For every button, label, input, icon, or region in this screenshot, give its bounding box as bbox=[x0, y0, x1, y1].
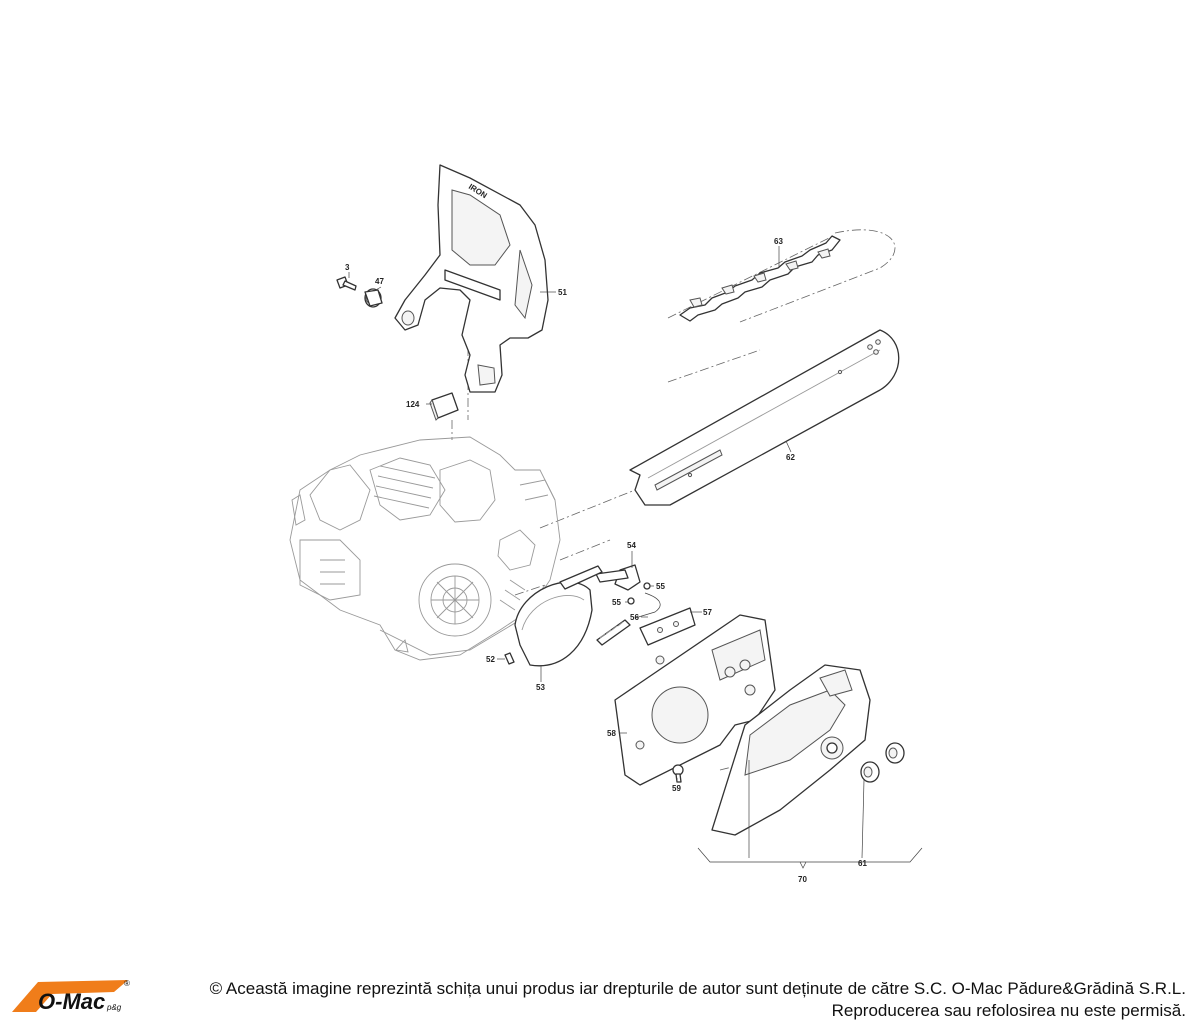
footer: O-Mac p&g ® © Această imagine reprezintă… bbox=[0, 968, 1200, 1030]
callout-labels: 3 47 51 124 63 62 54 55 55 56 57 52 53 5… bbox=[345, 237, 867, 884]
part-54-lever bbox=[595, 564, 641, 591]
o-mac-logo: O-Mac p&g ® bbox=[12, 979, 130, 1014]
logo-text: O-Mac bbox=[38, 989, 105, 1014]
callout-leaders bbox=[348, 246, 865, 859]
callout-61: 61 bbox=[858, 859, 867, 868]
callout-54: 54 bbox=[627, 541, 636, 550]
callout-55-lower: 55 bbox=[612, 598, 621, 607]
callout-62: 62 bbox=[786, 453, 795, 462]
callout-47: 47 bbox=[375, 277, 384, 286]
copyright-notice: © Această imagine reprezintă schița unui… bbox=[146, 978, 1186, 1022]
part-51-hand-guard: IRON bbox=[394, 164, 549, 393]
callout-124: 124 bbox=[406, 400, 420, 409]
part-59-screw bbox=[672, 764, 684, 783]
logo-swoosh-shape bbox=[12, 980, 128, 1012]
callout-51: 51 bbox=[558, 288, 567, 297]
callout-58: 58 bbox=[607, 729, 616, 738]
callout-57: 57 bbox=[703, 608, 712, 617]
callout-52: 52 bbox=[486, 655, 495, 664]
callout-55-upper: 55 bbox=[656, 582, 665, 591]
callout-63: 63 bbox=[774, 237, 783, 246]
exploded-parts-diagram: IRON bbox=[289, 164, 923, 884]
part-62-guide-bar bbox=[629, 329, 900, 506]
part-63-saw-chain bbox=[679, 235, 841, 322]
part-61-nuts bbox=[860, 742, 905, 783]
callout-53: 53 bbox=[536, 683, 545, 692]
logo-registered-mark: ® bbox=[124, 979, 130, 988]
part-53-brake-band bbox=[514, 565, 603, 667]
part-58-side-cover-plate bbox=[614, 614, 776, 786]
callout-59: 59 bbox=[672, 784, 681, 793]
engine-housing bbox=[289, 436, 561, 661]
callout-70: 70 bbox=[798, 875, 807, 884]
part-56-spring bbox=[596, 592, 661, 646]
part-70-chain-cover bbox=[711, 664, 871, 836]
callout-56: 56 bbox=[630, 613, 639, 622]
copyright-line-2: Reproducerea sau refolosirea nu este per… bbox=[831, 1001, 1186, 1020]
copyright-line-1: © Această imagine reprezintă schița unui… bbox=[209, 979, 1186, 998]
part-3-screw bbox=[336, 276, 357, 291]
part-70-bracket bbox=[697, 847, 923, 869]
logo-suffix: p&g bbox=[106, 1003, 122, 1012]
part-124-pad bbox=[429, 392, 459, 421]
part-52-pin bbox=[504, 652, 515, 665]
part-47-bushing bbox=[364, 288, 383, 308]
part-57-plate bbox=[639, 607, 696, 646]
callout-3: 3 bbox=[345, 263, 350, 272]
